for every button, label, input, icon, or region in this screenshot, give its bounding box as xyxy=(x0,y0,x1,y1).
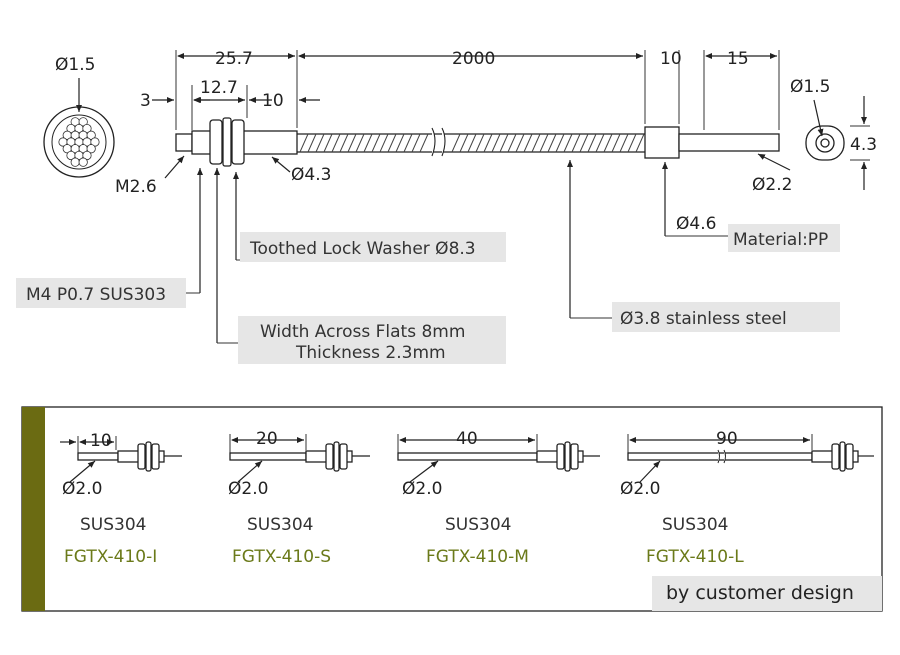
flats-label-1: Width Across Flats 8mm xyxy=(260,322,465,342)
variant-1-drawing xyxy=(60,436,182,483)
flats-label-box xyxy=(238,316,506,364)
fiber-diameter-label: Ø1.5 xyxy=(55,55,95,75)
variant-2-drawing xyxy=(229,434,370,483)
thread-label-box xyxy=(16,278,186,308)
variant-4-length: 90 xyxy=(716,429,738,449)
variant-3-code: FGTX-410-M xyxy=(426,547,529,567)
washer-label: Toothed Lock Washer Ø8.3 xyxy=(249,239,476,259)
variant-1-diameter: Ø2.0 xyxy=(62,479,102,499)
variant-3-length: 40 xyxy=(456,429,478,449)
dim-12-7: 12.7 xyxy=(200,78,238,98)
variant-4-material: SUS304 xyxy=(662,515,728,535)
variant-2-material: SUS304 xyxy=(247,515,313,535)
fiber-bundle-cross-section xyxy=(43,106,115,178)
fiber-end xyxy=(678,133,780,152)
variant-1-length: 10 xyxy=(90,431,112,451)
variant-1-code: FGTX-410-I xyxy=(64,547,157,567)
material-label-box xyxy=(728,224,840,252)
tip-diameter-label: Ø1.5 xyxy=(790,77,830,97)
footer-note: by customer design xyxy=(666,582,854,604)
variant-2-code: FGTX-410-S xyxy=(232,547,331,567)
m2-6-label: M2.6 xyxy=(115,177,157,197)
probe-tip xyxy=(175,133,193,152)
footer-note-box xyxy=(652,576,882,611)
d4-3-label: Ø4.3 xyxy=(291,165,331,185)
tube-label-box xyxy=(612,302,840,332)
dim-25-7: 25.7 xyxy=(215,49,253,69)
material-label: Material:PP xyxy=(733,230,828,250)
variant-2-length: 20 xyxy=(256,429,278,449)
stainless-tube xyxy=(297,127,645,157)
dim-3: 3 xyxy=(140,91,151,111)
variant-2-diameter: Ø2.0 xyxy=(228,479,268,499)
flats-label-2: Thickness 2.3mm xyxy=(295,343,446,363)
variant-1-material: SUS304 xyxy=(80,515,146,535)
variant-3-material: SUS304 xyxy=(445,515,511,535)
dim-10-thread: 10 xyxy=(262,91,284,111)
variant-4-code: FGTX-410-L xyxy=(646,547,744,567)
variant-3-drawing xyxy=(397,434,600,483)
tube-label: Ø3.8 stainless steel xyxy=(620,309,787,329)
pp-sleeve xyxy=(644,126,680,159)
fiber-end-view xyxy=(805,125,845,161)
accent-bar xyxy=(22,407,45,611)
dim-15: 15 xyxy=(727,49,749,69)
washer-label-box xyxy=(240,232,506,262)
end-height-label: 4.3 xyxy=(850,135,877,155)
dim-10-sleeve: 10 xyxy=(660,49,682,69)
variant-4-drawing xyxy=(627,434,874,483)
lock-nut-2 xyxy=(231,119,245,165)
variant-3-diameter: Ø2.0 xyxy=(402,479,442,499)
d2-2-label: Ø2.2 xyxy=(752,175,792,195)
lock-washer xyxy=(222,117,232,167)
lock-nut xyxy=(209,119,223,165)
thread-label: M4 P0.7 SUS303 xyxy=(26,285,166,305)
d4-6-label: Ø4.6 xyxy=(676,214,716,234)
variant-4-diameter: Ø2.0 xyxy=(620,479,660,499)
dim-2000: 2000 xyxy=(452,49,495,69)
